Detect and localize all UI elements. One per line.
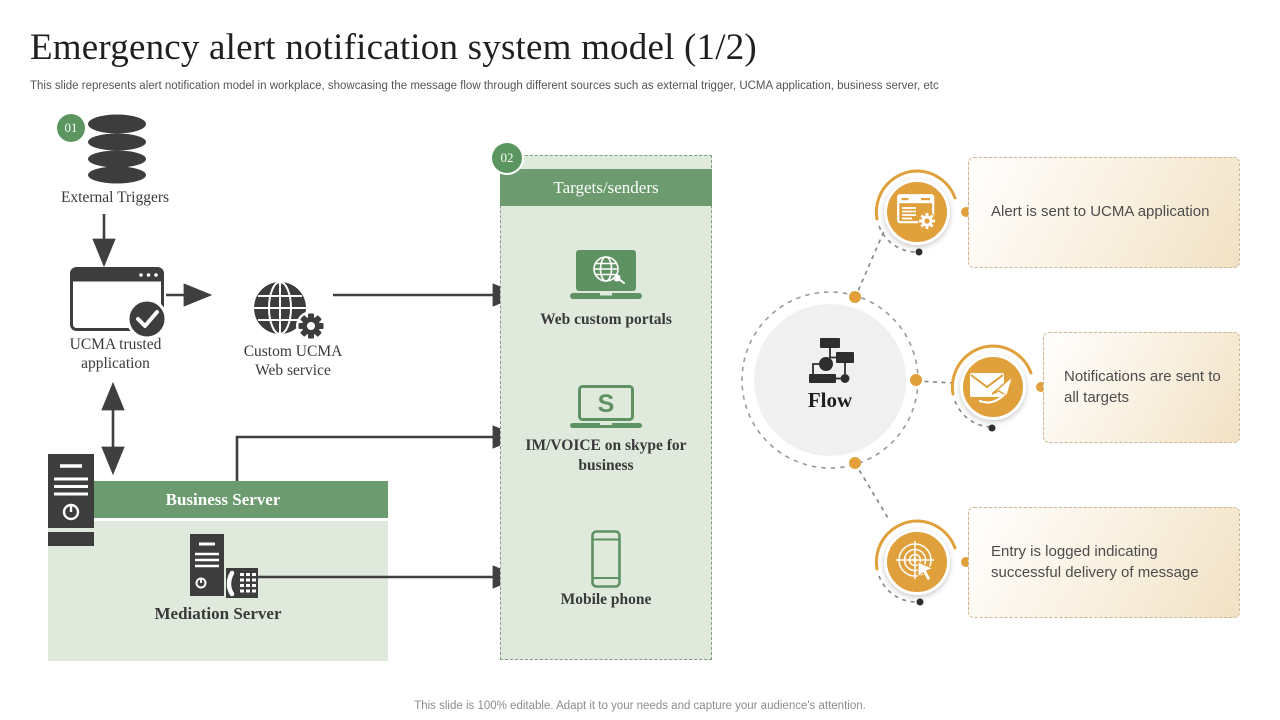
flowchart-icon (809, 338, 854, 383)
page-subtitle: This slide represents alert notification… (30, 80, 939, 92)
callout-2-box: Notifications are sent to all targets (1043, 332, 1240, 443)
target-item-mobile: Mobile phone (560, 591, 652, 608)
step2-badge: 02 (492, 143, 522, 173)
callout-1-circle (884, 179, 950, 245)
ucma-app-label: UCMA trusted application (69, 336, 162, 373)
laptop-globe-icon (570, 250, 642, 299)
server-tower-icon (48, 454, 94, 546)
flow-label: Flow (807, 388, 853, 412)
envelope-send-icon (970, 373, 1015, 404)
footer-note: This slide is 100% editable. Adapt it to… (414, 700, 866, 712)
callout-2-circle (960, 354, 1026, 420)
database-icon (88, 114, 146, 184)
business-server-bar: Business Server (58, 481, 388, 518)
page-title: Emergency alert notification system mode… (30, 27, 757, 68)
external-triggers-label: External Triggers (60, 189, 170, 206)
callout-1-box: Alert is sent to UCMA application (968, 157, 1240, 268)
target-cursor-icon (896, 541, 935, 582)
skype-screen-letter: S (598, 390, 615, 418)
callout-1-text: Alert is sent to UCMA application (991, 203, 1210, 221)
laptop-skype-icon: S (570, 385, 642, 428)
target-item-web-portals: Web custom portals (540, 311, 672, 328)
callout-3-box: Entry is logged indicating successful de… (968, 507, 1240, 618)
browser-check-icon (70, 267, 166, 340)
callout-3-text: Entry is logged indicating successful de… (991, 543, 1199, 581)
step1-badge: 01 (57, 114, 85, 142)
target-item-skype: IM/VOICE on skype for business (525, 437, 687, 475)
mobile-phone-icon (591, 530, 621, 588)
callout-2-text: Notifications are sent to all targets (1064, 368, 1221, 406)
mediation-server-label: Mediation Server (154, 604, 282, 623)
arrow-business-to-skype (235, 425, 522, 481)
mediation-server-icon (190, 534, 258, 598)
globe-gear-icon (254, 281, 326, 341)
browser-gear-icon (897, 194, 936, 230)
targets-panel: Targets/senders (500, 155, 712, 660)
web-service-label: Custom UCMA Web service (243, 343, 343, 380)
callout-3-circle (884, 529, 950, 595)
targets-panel-header: Targets/senders (500, 169, 712, 206)
